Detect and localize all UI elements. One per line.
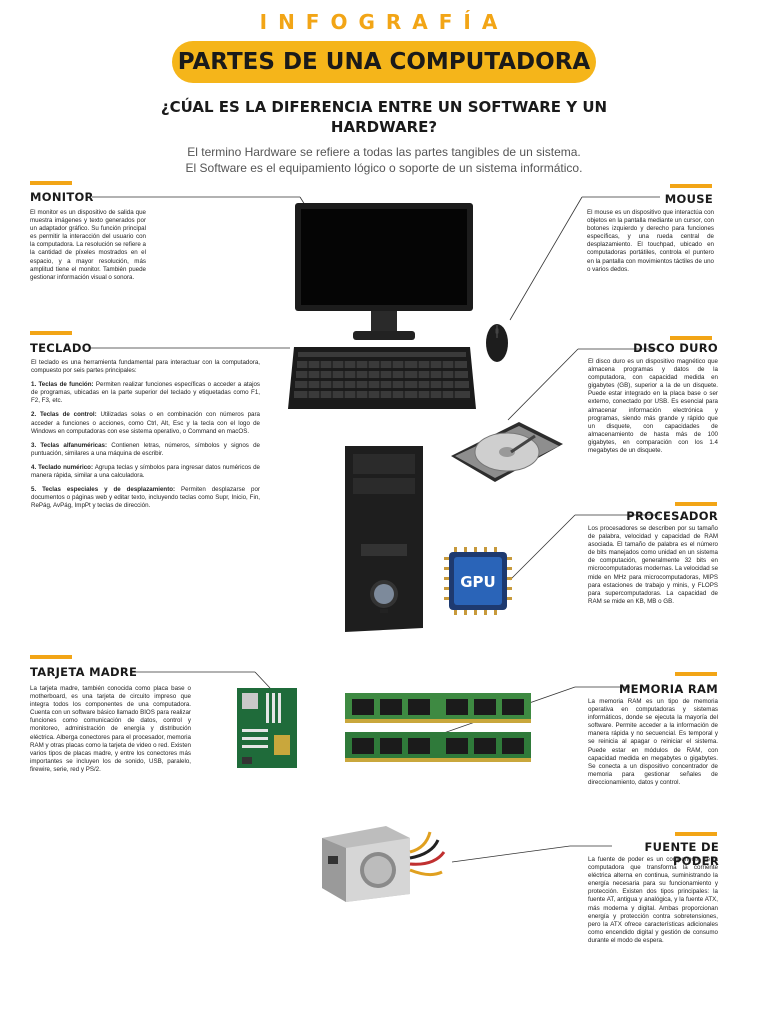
question-heading: ¿CÚAL ES LA DIFERENCIA ENTRE UN SOFTWARE… xyxy=(160,98,608,136)
procesador-text: Los procesadores se describen por su tam… xyxy=(588,525,719,605)
teclado-item-1: 1. Teclas de función: Permiten realizar … xyxy=(31,381,260,405)
monitor-title: MONITOR xyxy=(30,190,94,204)
ram-modules-image xyxy=(345,693,531,762)
ram-text: La memoria RAM es un tipo de memoria ope… xyxy=(588,698,718,786)
mouse-text: El mouse es un dispositivo que interactú… xyxy=(587,209,714,273)
keyboard-image xyxy=(288,347,476,409)
intro-software: El Software es el equipamiento lógico o … xyxy=(185,161,583,175)
teclado-item-3: 3. Teclas alfanuméricas: Contienen letra… xyxy=(31,441,260,457)
disco-accent-bar xyxy=(670,336,712,340)
monitor-accent-bar xyxy=(30,181,72,185)
tarjeta-title: TARJETA MADRE xyxy=(30,665,138,679)
infografia-kicker: INFOGRAFÍA xyxy=(259,10,509,34)
gpu-chip-image: GPU xyxy=(444,547,512,615)
procesador-accent-bar xyxy=(675,502,717,506)
fuente-text: La fuente de poder es un componente de l… xyxy=(588,856,718,944)
teclado-item-4: 4. Teclado numérico: Agrupa teclas y sím… xyxy=(31,463,260,480)
teclado-title: TECLADO xyxy=(30,341,92,355)
motherboard-image xyxy=(237,688,297,768)
intro-hardware: El termino Hardware se refiere a todas l… xyxy=(187,145,581,159)
disco-text: El disco duro es un dispositivo magnétic… xyxy=(588,358,718,455)
teclado-text: El teclado es una herramienta fundamenta… xyxy=(31,359,260,516)
fuente-accent-bar xyxy=(675,832,717,836)
tarjeta-text: La tarjeta madre, también conocida como … xyxy=(30,685,191,773)
teclado-item-2: 2. Teclas de control: Utilizadas solas o… xyxy=(31,411,260,435)
ram-accent-bar xyxy=(675,672,717,676)
cpu-tower-image xyxy=(345,446,423,632)
title-banner: PARTES DE UNA COMPUTADORA xyxy=(172,41,596,83)
mouse-title: MOUSE xyxy=(664,192,713,206)
mouse-image xyxy=(486,324,508,362)
disco-title: DISCO DURO xyxy=(633,341,718,355)
page-title: PARTES DE UNA COMPUTADORA xyxy=(177,49,591,75)
teclado-item-5: 5. Teclas especiales y de desplazamiento… xyxy=(31,486,260,510)
teclado-accent-bar xyxy=(30,331,72,335)
hard-disk-image xyxy=(451,422,563,482)
gpu-chip-label: GPU xyxy=(460,573,496,591)
fuente-title: FUENTE DE PODER xyxy=(644,840,719,868)
power-supply-image xyxy=(322,826,446,902)
teclado-intro: El teclado es una herramienta fundamenta… xyxy=(31,359,260,375)
ram-title: MEMORIA RAM xyxy=(618,682,718,696)
tarjeta-accent-bar xyxy=(30,655,72,659)
monitor-text: El monitor es un dispositivo de salida q… xyxy=(30,209,146,281)
mouse-accent-bar xyxy=(670,184,712,188)
monitor-image xyxy=(295,203,473,340)
procesador-title: PROCESADOR xyxy=(626,509,718,523)
